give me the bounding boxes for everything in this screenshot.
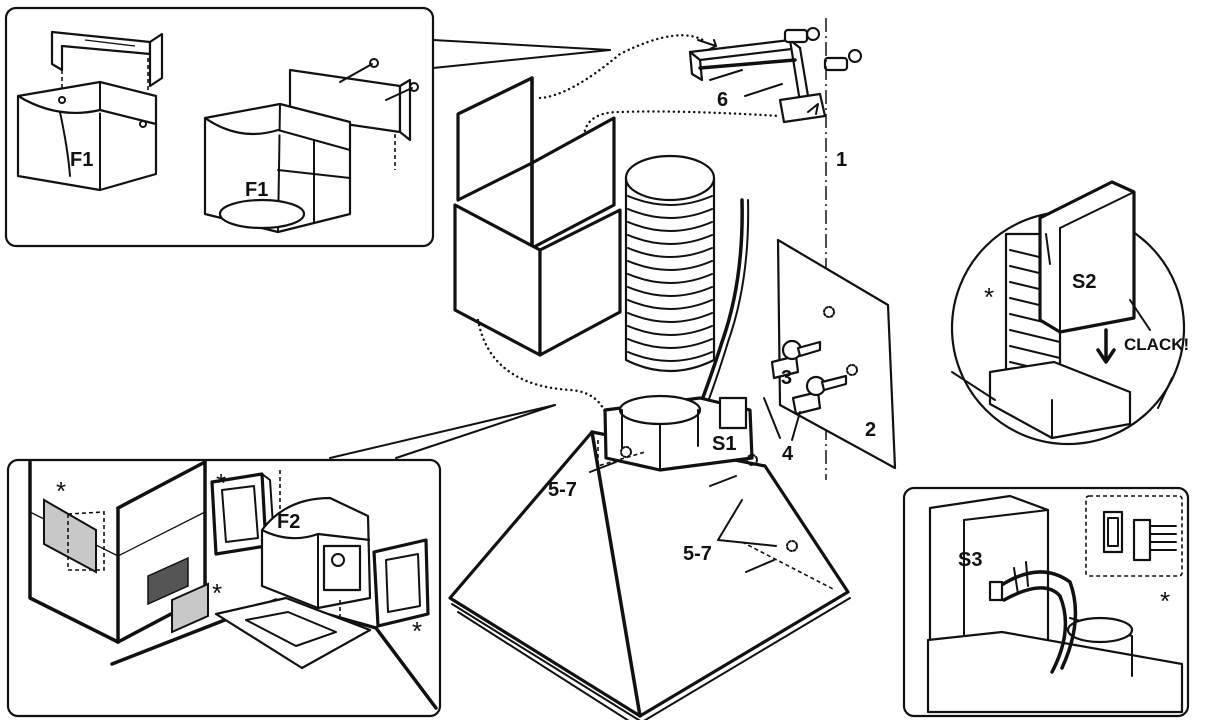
inset-f2-filters: F2 * * * * (6, 404, 556, 718)
clack-label: CLACK! (1124, 335, 1189, 354)
duct-rib (627, 273, 713, 284)
label-5-7-left: 5-7 (548, 479, 577, 501)
duct-rib (627, 299, 713, 310)
duct-rib (627, 286, 713, 297)
asterisk-mark: * (412, 616, 422, 646)
connector-icon (1102, 510, 1177, 562)
leader-line (717, 499, 777, 547)
label-f1-right: F1 (245, 179, 268, 201)
label-s3: S3 (958, 549, 982, 571)
asterisk-mark: * (216, 468, 226, 498)
asterisk-mark: * (1160, 586, 1170, 616)
label-2: 2 (865, 419, 876, 441)
duct-rib (627, 325, 713, 336)
filter-pad (171, 582, 209, 634)
flexible-duct (624, 154, 716, 373)
chimney-lower (453, 203, 622, 357)
wall-bracket (688, 38, 827, 124)
f1-box-right (203, 102, 352, 234)
duct-rib (627, 234, 713, 245)
inset-s3-cable: S3 (902, 486, 1190, 718)
bracket-clip-icon (770, 339, 848, 416)
chimney-upper (456, 76, 616, 250)
mount-line (741, 541, 836, 591)
screw-icon (339, 58, 419, 101)
asterisk-mark: * (212, 578, 222, 608)
f1-box-left (16, 80, 158, 192)
label-6: 6 (717, 89, 728, 111)
asterisk-mark: * (56, 476, 66, 506)
label-s1: S1 (712, 433, 736, 455)
inset-s2-clip: S2 (950, 180, 1186, 446)
duct-rib (627, 338, 713, 349)
duct-rib (627, 312, 713, 323)
duct-rib (627, 247, 713, 258)
wall-plug-icon (783, 27, 862, 72)
duct-rib (627, 195, 713, 206)
vent-grille-icon (147, 556, 189, 606)
screw-icon (589, 446, 798, 573)
label-4: 4 (782, 443, 794, 465)
label-f1-left: F1 (70, 149, 93, 171)
hood-body (448, 394, 851, 725)
label-5-7-right: 5-7 (683, 543, 712, 565)
duct-rib (627, 221, 713, 232)
leader-line (763, 397, 801, 441)
asterisk-mark: * (984, 282, 994, 312)
label-s2: S2 (1072, 271, 1096, 293)
guide-line (582, 110, 782, 148)
inset-f1-fittings: F1 F1 (4, 6, 611, 248)
screw-icon (709, 69, 783, 97)
label-1: 1 (836, 149, 847, 171)
filter-pad (43, 498, 97, 574)
label-3: 3 (781, 367, 792, 389)
f1-bracket-left (50, 30, 164, 118)
duct-rib (627, 208, 713, 219)
filter-cartridge (372, 538, 430, 628)
f2-filter-housing (260, 470, 372, 640)
duct-rib (627, 260, 713, 271)
label-f2: F2 (277, 511, 300, 533)
duct-rib (627, 351, 713, 362)
guide-line (538, 34, 708, 100)
floor-opening (214, 596, 372, 670)
